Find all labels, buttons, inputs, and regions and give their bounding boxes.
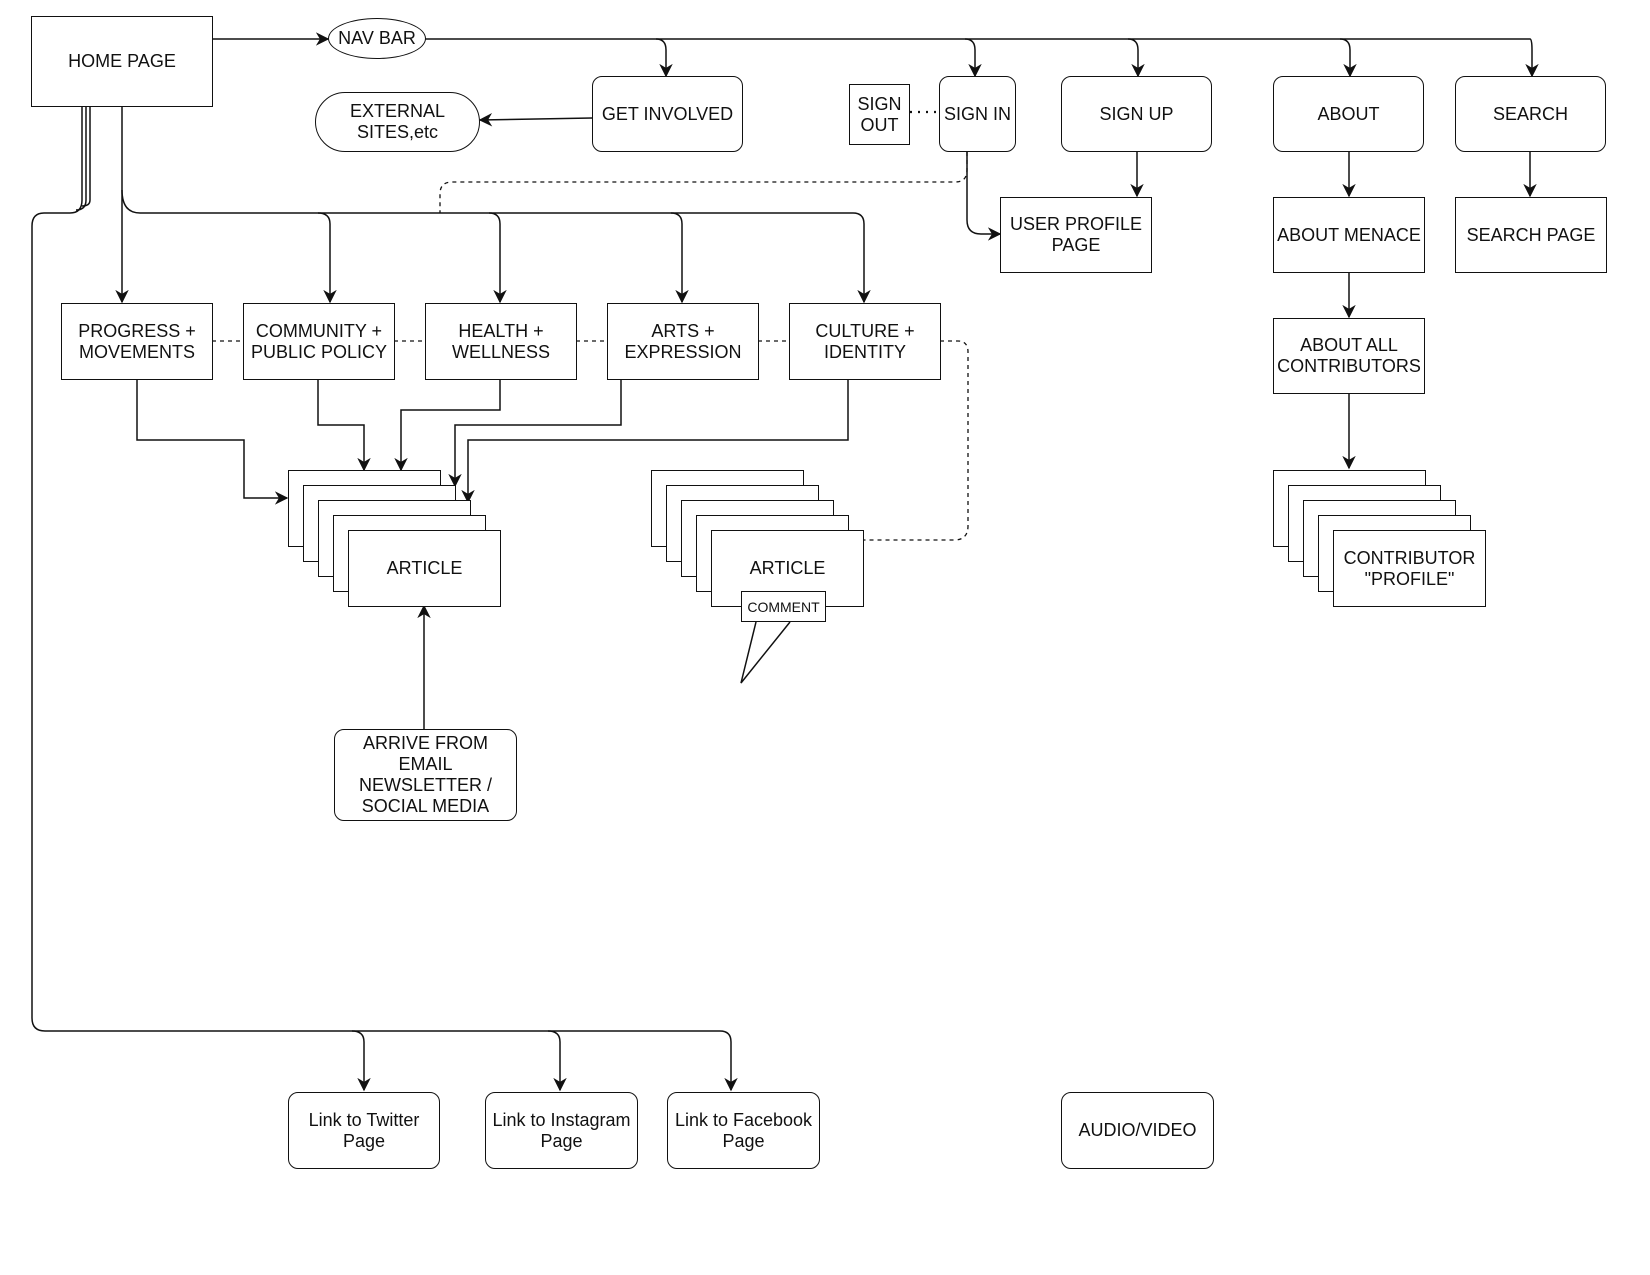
health-wellness-node: HEALTH + WELLNESS xyxy=(425,303,577,380)
edge-home-community xyxy=(317,212,337,304)
edge-get-involved-external xyxy=(478,113,593,127)
audio-video-node: AUDIO/VIDEO xyxy=(1061,1092,1214,1169)
external-sites-node: EXTERNAL SITES,etc xyxy=(315,92,480,152)
search-page-node: SEARCH PAGE xyxy=(1455,197,1607,273)
edge-progress-article xyxy=(136,380,289,505)
culture-identity-node: CULTURE + IDENTITY xyxy=(789,303,941,380)
sign-out-node: SIGN OUT xyxy=(849,84,910,145)
home-page-node: HOME PAGE xyxy=(31,16,213,107)
edge-nav-search xyxy=(1525,38,1539,78)
link-instagram-node: Link to Instagram Page xyxy=(485,1092,638,1169)
comment-callout: COMMENT xyxy=(741,591,826,622)
community-public-policy-node: COMMUNITY + PUBLIC POLICY xyxy=(243,303,395,380)
link-twitter-node: Link to Twitter Page xyxy=(288,1092,440,1169)
edge-culture-article xyxy=(461,380,849,504)
edge-nav-get-involved xyxy=(655,38,673,78)
article-left-node: ARTICLE xyxy=(348,530,501,607)
dash-culture-article xyxy=(864,340,969,541)
sign-in-node: SIGN IN xyxy=(939,76,1016,152)
edge-home-cat-trunk xyxy=(121,189,871,304)
progress-movements-node: PROGRESS + MOVEMENTS xyxy=(61,303,213,380)
search-node: SEARCH xyxy=(1455,76,1606,152)
comment-tail xyxy=(740,621,791,684)
edge-social-instagram xyxy=(547,1030,567,1092)
nav-bar-node: NAV BAR xyxy=(328,18,426,59)
edge-home-social-a xyxy=(31,107,738,1092)
sign-up-node: SIGN UP xyxy=(1061,76,1212,152)
about-all-contributors-node: ABOUT ALL CONTRIBUTORS xyxy=(1273,318,1425,394)
edge-health-article xyxy=(394,380,501,472)
edge-social-twitter xyxy=(351,1030,371,1092)
edge-nav-sign-in xyxy=(964,38,982,78)
dash-sign-in-category xyxy=(439,152,968,213)
link-facebook-node: Link to Facebook Page xyxy=(667,1092,820,1169)
get-involved-node: GET INVOLVED xyxy=(592,76,743,152)
edge-arts-article xyxy=(448,380,622,488)
edge-home-social-b xyxy=(75,107,87,211)
edge-nav-sign-up xyxy=(1127,38,1145,78)
arts-expression-node: ARTS + EXPRESSION xyxy=(607,303,759,380)
edge-sign-in-profile xyxy=(966,152,1002,241)
about-menace-node: ABOUT MENACE xyxy=(1273,197,1425,273)
edge-home-health xyxy=(488,212,507,304)
edge-community-article xyxy=(317,380,371,472)
arrive-from-node: ARRIVE FROM EMAIL NEWSLETTER / SOCIAL ME… xyxy=(334,729,517,821)
edge-nav-about xyxy=(1339,38,1357,78)
edge-home-arts xyxy=(670,212,689,304)
about-node: ABOUT xyxy=(1273,76,1424,152)
contributor-profile-node: CONTRIBUTOR "PROFILE" xyxy=(1333,530,1486,607)
edge-home-social-c xyxy=(81,107,91,207)
user-profile-page-node: USER PROFILE PAGE xyxy=(1000,197,1152,273)
